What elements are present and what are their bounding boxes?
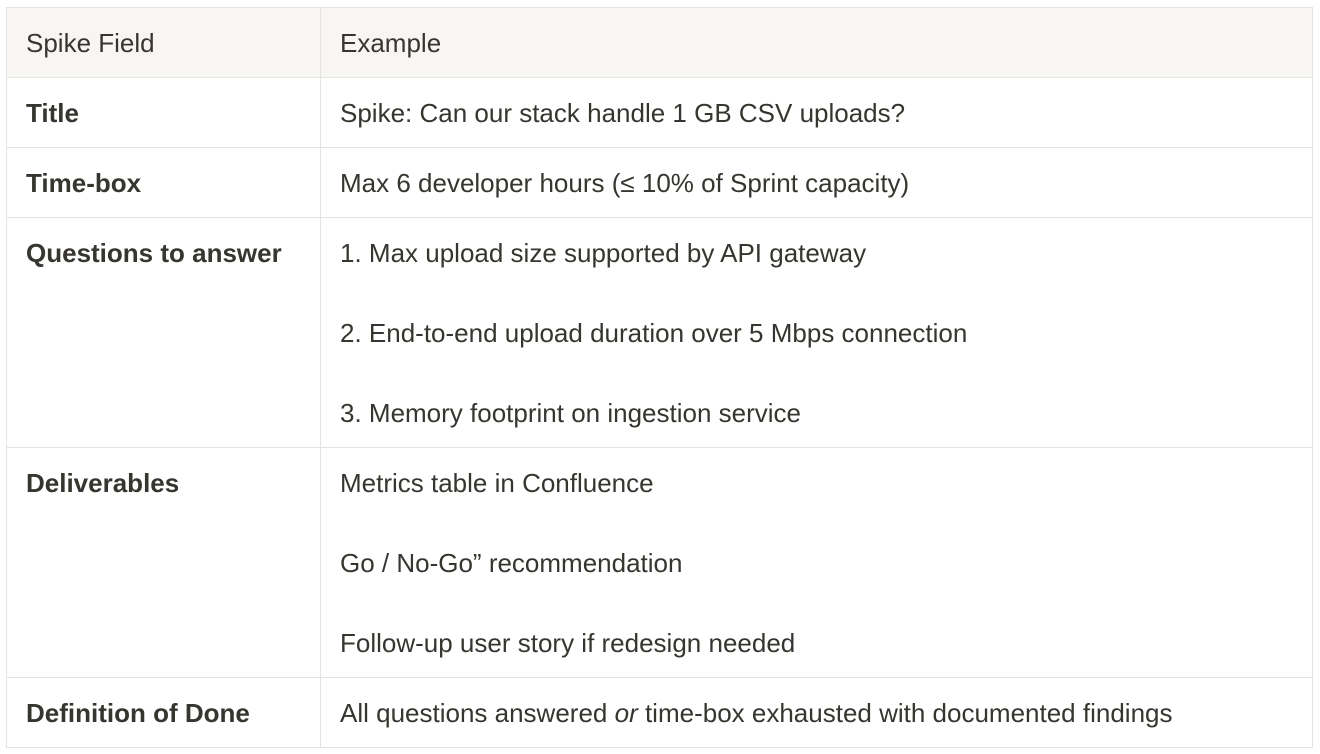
table-row-definition-of-done: Definition of Done All questions answere… — [6, 677, 1313, 748]
example-cell-title: Spike: Can our stack handle 1 GB CSV upl… — [320, 77, 1313, 148]
dod-text-start: All questions answered — [340, 698, 615, 728]
dod-text-end: time-box exhausted with documented findi… — [637, 698, 1173, 728]
field-cell-questions: Questions to answer — [6, 217, 321, 448]
example-cell-definition-of-done: All questions answered or time-box exhau… — [320, 677, 1313, 748]
deliverable-item: Metrics table in Confluence — [340, 468, 654, 498]
example-cell-questions: 1. Max upload size supported by API gate… — [320, 217, 1313, 448]
spike-table-container: Spike Field Example Title Spike: Can our… — [6, 7, 1313, 748]
table-row-title: Title Spike: Can our stack handle 1 GB C… — [6, 77, 1313, 148]
field-cell-title: Title — [6, 77, 321, 148]
table-header-row: Spike Field Example — [6, 7, 1313, 78]
question-item: 3. Memory footprint on ingestion service — [340, 398, 801, 428]
table-row-timebox: Time-box Max 6 developer hours (≤ 10% of… — [6, 147, 1313, 218]
example-cell-deliverables: Metrics table in Confluence Go / No-Go” … — [320, 447, 1313, 678]
deliverable-item: Follow-up user story if redesign needed — [340, 628, 796, 658]
field-cell-deliverables: Deliverables — [6, 447, 321, 678]
example-cell-timebox: Max 6 developer hours (≤ 10% of Sprint c… — [320, 147, 1313, 218]
table-row-questions: Questions to answer 1. Max upload size s… — [6, 217, 1313, 448]
question-item: 1. Max upload size supported by API gate… — [340, 238, 867, 268]
table-row-deliverables: Deliverables Metrics table in Confluence… — [6, 447, 1313, 678]
field-cell-definition-of-done: Definition of Done — [6, 677, 321, 748]
dod-text-emphasis: or — [614, 698, 638, 728]
spike-table: Spike Field Example Title Spike: Can our… — [6, 7, 1313, 748]
header-spike-field: Spike Field — [6, 7, 321, 78]
deliverable-item: Go / No-Go” recommendation — [340, 548, 683, 578]
header-example: Example — [320, 7, 1313, 78]
field-cell-timebox: Time-box — [6, 147, 321, 218]
question-item: 2. End-to-end upload duration over 5 Mbp… — [340, 318, 968, 348]
